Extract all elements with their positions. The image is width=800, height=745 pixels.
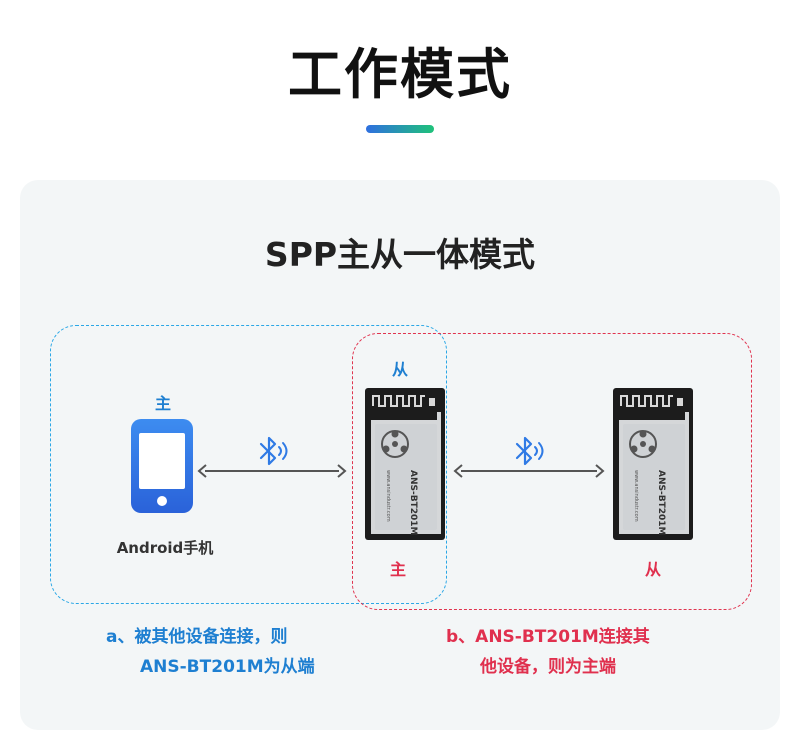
caption-a: a、被其他设备连接，则 ANS-BT201M为从端 [106, 622, 366, 682]
link-arrow-left [197, 464, 347, 478]
caption-b: b、ANS-BT201M连接其 他设备，则为主端 [446, 622, 706, 682]
zone-b-outline [352, 333, 752, 610]
module-right-model: ANS-BT201M [656, 470, 666, 536]
zone-a-outline [50, 325, 447, 604]
caption-b-line2: 他设备，则为主端 [480, 657, 616, 677]
smartphone-icon [131, 419, 193, 513]
module-left-model: ANS-BT201M [408, 470, 418, 536]
bluetooth-module-icon: ANS-BT201M www.ansindustr.com [613, 388, 693, 540]
bluetooth-icon [259, 436, 288, 466]
module-right-role-bottom: 从 [644, 560, 661, 579]
link-arrow-right [453, 464, 605, 478]
module-left-role-bottom: 主 [389, 560, 406, 579]
phone-label: Android手机 [116, 539, 214, 557]
module-left-role-top: 从 [391, 360, 408, 379]
caption-a-line2: ANS-BT201M为从端 [140, 657, 315, 677]
panel-title: SPP主从一体模式 [264, 235, 536, 274]
module-right-site: www.ansindustr.com [633, 470, 639, 522]
page-title: 工作模式 [288, 43, 512, 106]
caption-b-line1: b、ANS-BT201M连接其 [446, 627, 650, 647]
bluetooth-module-icon: ANS-BT201M www.ansindustr.com [365, 388, 445, 540]
module-left-site: www.ansindustr.com [385, 470, 391, 522]
title-underline [366, 125, 434, 133]
caption-a-line1: a、被其他设备连接，则 [106, 627, 288, 647]
bluetooth-icon [515, 436, 544, 466]
phone-role-label: 主 [154, 394, 171, 413]
